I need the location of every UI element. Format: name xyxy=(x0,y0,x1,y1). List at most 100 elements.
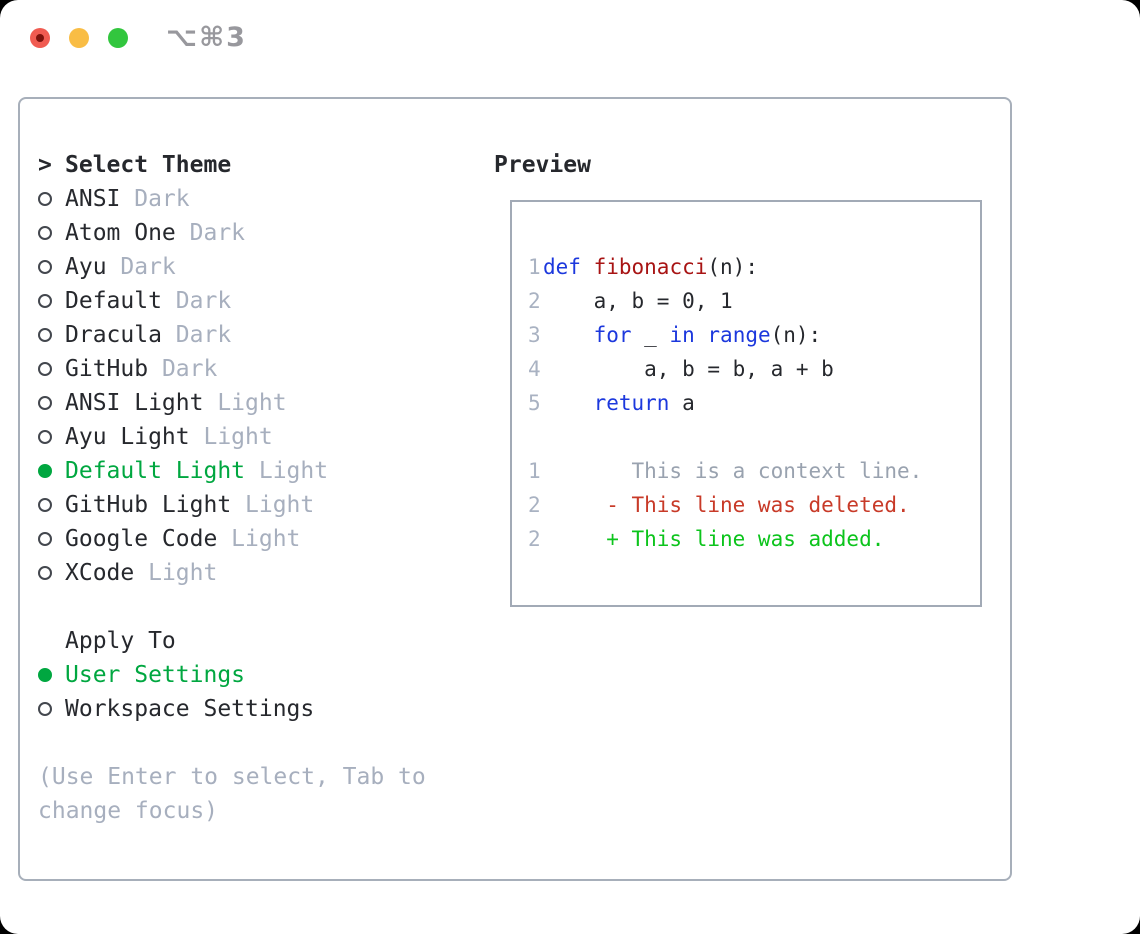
option-variant: Light xyxy=(203,424,273,450)
select-theme-header-row: > Select Theme xyxy=(38,148,483,182)
radio-slot xyxy=(38,192,65,206)
close-button[interactable] xyxy=(30,28,50,48)
radio-icon xyxy=(38,396,52,410)
option-label: Ayu xyxy=(65,254,107,280)
theme-option-xcode[interactable]: XCode Light xyxy=(38,556,483,590)
option-label: Google Code xyxy=(65,526,218,552)
option-variant: Light xyxy=(148,560,218,586)
line-content: a, b = 0, 1 xyxy=(543,289,733,313)
minimize-button[interactable] xyxy=(69,28,89,48)
code-line: 2 + This line was added. xyxy=(528,522,980,556)
option-variant: Light xyxy=(245,492,315,518)
theme-option-dracula[interactable]: Dracula Dark xyxy=(38,318,483,352)
radio-slot xyxy=(38,464,65,478)
hint-text: (Use Enter to select, Tab to change focu… xyxy=(38,764,426,824)
option-label: GitHub xyxy=(65,356,149,382)
line-number: 2 xyxy=(528,289,541,313)
option-variant: Light xyxy=(258,458,329,484)
radio-slot xyxy=(38,328,65,342)
line-content: def fibonacci(n): xyxy=(543,255,758,279)
zoom-button[interactable] xyxy=(108,28,128,48)
theme-option-default[interactable]: Default Dark xyxy=(38,284,483,318)
radio-icon xyxy=(38,294,52,308)
option-label: Atom One xyxy=(65,220,176,246)
option-label: ANSI xyxy=(65,186,121,212)
option-variant: Dark xyxy=(120,254,176,280)
option-variant: Dark xyxy=(161,356,218,382)
option-label: GitHub Light xyxy=(65,492,232,518)
option-label: Default xyxy=(65,288,162,314)
radio-icon xyxy=(38,226,52,240)
theme-option-default-light[interactable]: Default Light Light xyxy=(38,454,483,488)
theme-option-github[interactable]: GitHub Dark xyxy=(38,352,483,386)
option-variant: Dark xyxy=(175,288,232,314)
radio-icon xyxy=(38,430,52,444)
window-titlebar: ⌥⌘3 xyxy=(0,0,1140,76)
radio-slot xyxy=(38,362,65,376)
code-line: 2 a, b = 0, 1 xyxy=(528,284,980,318)
apply-to-header-row: Apply To xyxy=(38,624,483,658)
line-content: a, b = b, a + b xyxy=(543,357,834,381)
code-line: 3 for _ in range(n): xyxy=(528,318,980,352)
token-plain xyxy=(581,255,594,279)
apply-option-workspace-settings[interactable]: Workspace Settings xyxy=(38,692,483,726)
token-plain: _ xyxy=(631,323,670,347)
option-label: Default Light xyxy=(65,458,246,484)
option-variant: Light xyxy=(217,390,287,416)
option-label: ANSI Light xyxy=(65,390,204,416)
line-number: 4 xyxy=(528,357,541,381)
option-label: XCode xyxy=(65,560,135,586)
radio-slot xyxy=(38,566,65,580)
radio-icon xyxy=(38,464,52,478)
radio-icon xyxy=(38,328,52,342)
line-number: 2 xyxy=(528,493,541,517)
token-plain xyxy=(543,493,606,517)
token-ctx: This is a context line. xyxy=(543,459,923,483)
select-theme-title: Select Theme xyxy=(65,152,232,178)
token-kw: def xyxy=(543,255,581,279)
token-plain: a, b = 0, 1 xyxy=(543,289,733,313)
option-variant: Light xyxy=(231,526,301,552)
radio-icon xyxy=(38,260,52,274)
radio-slot xyxy=(38,260,65,274)
token-kw: range xyxy=(707,323,771,347)
token-plain xyxy=(543,527,606,551)
token-plain: (n): xyxy=(707,255,758,279)
theme-option-ayu[interactable]: Ayu Dark xyxy=(38,250,483,284)
code-line: 2 - This line was deleted. xyxy=(528,488,980,522)
option-variant: Dark xyxy=(175,322,232,348)
line-number: 2 xyxy=(528,527,541,551)
radio-slot xyxy=(38,498,65,512)
token-kw: return xyxy=(593,391,670,415)
theme-option-ansi-light[interactable]: ANSI Light Light xyxy=(38,386,483,420)
token-kw: in xyxy=(669,323,695,347)
apply-option-user-settings[interactable]: User Settings xyxy=(38,658,483,692)
radio-icon xyxy=(38,566,52,580)
token-plain: a xyxy=(669,391,695,415)
radio-slot xyxy=(38,532,65,546)
theme-option-github-light[interactable]: GitHub Light Light xyxy=(38,488,483,522)
line-number: 1 xyxy=(528,459,541,483)
radio-icon xyxy=(38,498,52,512)
code-line: 1 This is a context line. xyxy=(528,454,980,488)
token-add: + This line was added. xyxy=(606,527,885,551)
option-label: Dracula xyxy=(65,322,162,348)
unsaved-dot-icon xyxy=(36,34,44,42)
radio-icon xyxy=(38,362,52,376)
option-label: User Settings xyxy=(65,662,246,688)
theme-option-google-code[interactable]: Google Code Light xyxy=(38,522,483,556)
line-number: 5 xyxy=(528,391,541,415)
token-del: - This line was deleted. xyxy=(606,493,910,517)
line-number: 1 xyxy=(528,255,541,279)
line-content: for _ in range(n): xyxy=(543,323,822,347)
radio-slot xyxy=(38,226,65,240)
line-number: 3 xyxy=(528,323,541,347)
spacer xyxy=(38,726,483,760)
